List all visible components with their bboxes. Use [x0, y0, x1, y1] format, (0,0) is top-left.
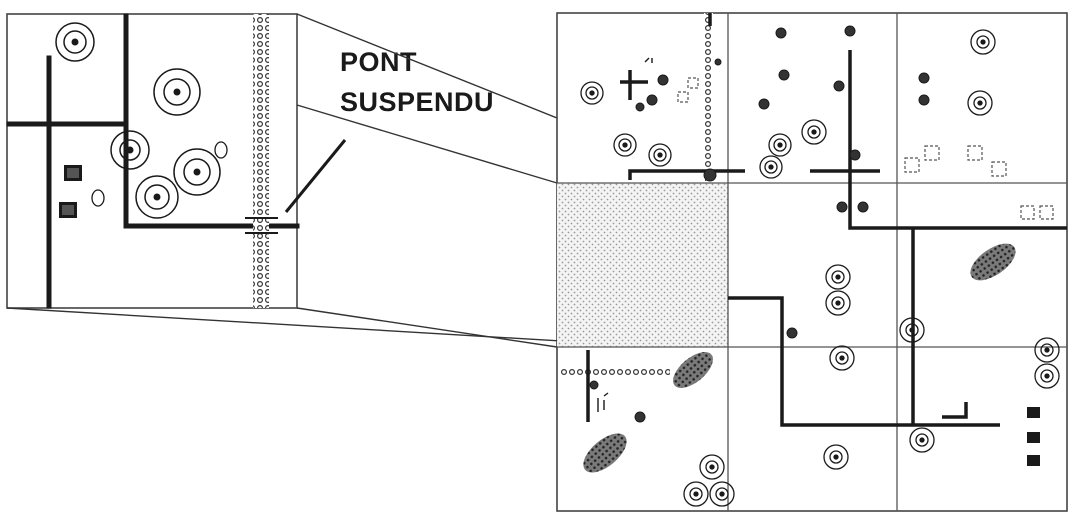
square-icon — [991, 161, 1007, 177]
tree-icon — [714, 58, 722, 66]
overview-map — [556, 12, 1068, 512]
settlement-icon — [613, 133, 637, 157]
settlement-icon — [759, 155, 783, 179]
inset-roads — [6, 13, 300, 309]
square-icon — [687, 77, 699, 89]
settlement-icon — [135, 175, 179, 219]
overview-trees — [589, 25, 930, 423]
settlement-icon — [580, 81, 604, 105]
building-icon — [1027, 432, 1040, 443]
overview-settlements — [580, 29, 1060, 507]
settlement-icon — [825, 290, 851, 316]
small-marker-icon — [91, 189, 105, 207]
label-leader-line — [284, 139, 347, 213]
tree-icon — [849, 149, 861, 161]
settlement-icon — [699, 454, 725, 480]
wood-icon — [970, 243, 1016, 281]
settlement-icon — [823, 444, 849, 470]
overview-open-squares — [677, 77, 1054, 220]
square-icon — [924, 145, 940, 161]
overview-small-marks — [597, 57, 653, 412]
wood-icon — [673, 352, 713, 388]
settlement-icon — [967, 90, 993, 116]
settlement-icon — [683, 481, 709, 507]
inset-bridge-icon — [245, 217, 278, 234]
settlement-icon — [55, 22, 95, 62]
small-marker-icon — [214, 141, 228, 159]
inset-panel — [6, 13, 300, 309]
settlement-icon — [110, 130, 150, 170]
settlement-icon — [829, 345, 855, 371]
inset-buildings — [59, 165, 82, 218]
settlement-icon — [801, 119, 827, 145]
settlement-icon — [909, 427, 935, 453]
overview-woods — [583, 243, 1016, 473]
overview-buildings — [1027, 407, 1040, 466]
settlement-icon — [153, 68, 201, 116]
inset-frame — [6, 13, 298, 309]
settlement-icon — [1034, 337, 1060, 363]
tree-icon — [844, 25, 856, 37]
tree-icon — [836, 201, 848, 213]
tree-icon — [646, 94, 658, 106]
tree-icon — [635, 102, 645, 112]
settlement-icon — [173, 148, 221, 196]
tree-icon — [918, 72, 930, 84]
tree-icon — [634, 411, 646, 423]
tree-icon — [758, 98, 770, 110]
tree-icon — [703, 168, 717, 182]
wood-icon — [583, 433, 627, 473]
tree-icon — [775, 27, 787, 39]
overview-grid — [557, 13, 1067, 511]
inset-settlements — [55, 22, 228, 219]
highlighted-tile — [557, 183, 728, 347]
tree-icon — [833, 80, 845, 92]
square-icon — [1039, 205, 1054, 220]
tree-icon — [786, 327, 798, 339]
settlement-icon — [899, 317, 925, 343]
settlement-icon — [768, 133, 792, 157]
square-icon — [677, 91, 689, 103]
tree-icon — [589, 380, 599, 390]
inset-river — [253, 14, 269, 308]
building-icon — [1027, 407, 1040, 418]
settlement-icon — [825, 264, 851, 290]
label-line-2: SUSPENDU — [340, 87, 494, 117]
square-icon — [904, 157, 920, 173]
building-icon — [1027, 455, 1040, 466]
tree-icon — [918, 94, 930, 106]
settlement-icon — [648, 143, 672, 167]
tree-icon — [657, 74, 669, 86]
overview-roads — [586, 13, 1067, 427]
settlement-icon — [1034, 363, 1060, 389]
square-icon — [1020, 205, 1035, 220]
bridge-label: PONT SUSPENDU — [284, 47, 494, 213]
label-line-1: PONT — [340, 47, 417, 77]
square-icon — [967, 145, 983, 161]
tree-icon — [857, 201, 869, 213]
settlement-icon — [970, 29, 996, 55]
tree-icon — [778, 69, 790, 81]
settlement-icon — [709, 481, 735, 507]
overview-river — [560, 13, 713, 377]
